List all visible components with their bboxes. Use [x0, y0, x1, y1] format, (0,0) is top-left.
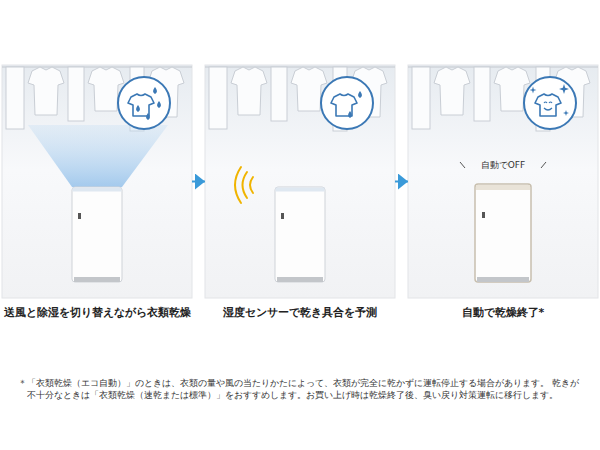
process-panel: 湿度センサーで乾き具合を予測 — [205, 65, 395, 298]
process-panel: 送風と除湿を切り替えながら衣類乾燥 — [2, 65, 192, 298]
status-label: 自動でOFF — [463, 159, 543, 171]
step-caption: 湿度センサーで乾き具合を予測 — [205, 306, 395, 320]
flow-arrow — [192, 181, 205, 183]
step-caption: 自動で乾燥終了* — [408, 306, 598, 320]
footnote: ＊「衣類乾燥（エコ自動）」のときは、衣類の量や風の当たりかたによって、衣類が完全… — [18, 377, 586, 401]
process-panel: 自動で乾燥終了* — [408, 65, 598, 298]
caption-group: 送風と除湿を切り替えながら衣類乾燥 — [2, 306, 192, 320]
step-caption: 送風と除湿を切り替えながら衣類乾燥 — [2, 306, 192, 320]
flow-arrow — [395, 181, 408, 183]
caption-group: 自動で乾燥終了* — [408, 306, 598, 320]
caption-group: 湿度センサーで乾き具合を予測 — [205, 306, 395, 320]
